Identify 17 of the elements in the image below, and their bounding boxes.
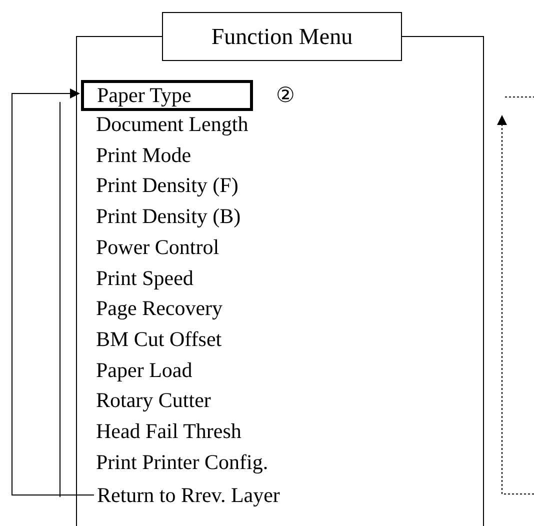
- menu-item: Print Mode: [96, 142, 192, 168]
- step-number: ②: [276, 82, 295, 108]
- selected-menu-item: Paper Type: [81, 80, 253, 111]
- menu-item: Print Density (F): [96, 172, 238, 198]
- menu-item: Print Density (B): [96, 203, 241, 230]
- menu-item: BM Cut Offset: [96, 326, 222, 352]
- menu-item: Print Speed: [96, 264, 194, 290]
- menu-item: Document Length: [96, 111, 248, 137]
- menu-item: Rotary Cutter: [96, 387, 211, 414]
- menu-item: Print Printer Config.: [96, 448, 268, 475]
- menu-title: Function Menu: [162, 12, 402, 61]
- menu-item: Power Control: [96, 234, 220, 260]
- menu-item: Paper Load: [96, 356, 192, 383]
- menu-item: Page Recovery: [96, 295, 223, 322]
- connector-arrow: [12, 88, 94, 496]
- menu-item: Head Fail Thresh: [96, 418, 242, 444]
- menu-item: Return to Rrev. Layer: [95, 481, 335, 509]
